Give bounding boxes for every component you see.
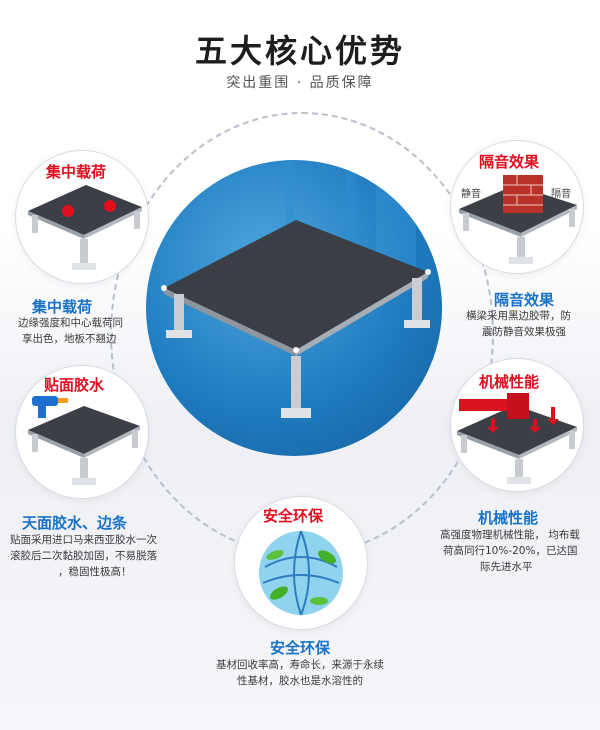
- glue-gun-icon: [32, 396, 68, 418]
- sound-mini-left: 静音: [461, 189, 481, 200]
- mech-floor-icon: [457, 393, 577, 484]
- sound-mini-right: 隔音: [551, 189, 571, 200]
- sound-desc-2: 震防静音效果极强: [482, 326, 566, 338]
- load-desc-2: 享出色，地板不翘边: [22, 333, 117, 345]
- glue-badge: 贴面胶水: [44, 376, 105, 394]
- mech-desc-2: 荷高同行10%-20%，已达国: [443, 545, 578, 557]
- brick-wall-icon: [503, 175, 543, 213]
- mech-badge: 机械性能: [479, 373, 540, 391]
- glue-desc-2: 滚胶后二次黏胶加固，不易脱落: [10, 550, 157, 562]
- glue-desc-3: ，稳固性极高！: [58, 566, 132, 578]
- eco-desc-1: 基材回收率高，寿命长，来源于永续: [216, 659, 384, 671]
- mech-desc-1: 高强度物理机械性能， 均布载: [440, 529, 580, 541]
- glue-feature-circle: 贴面胶水: [15, 365, 149, 499]
- eco-title: 安全环保: [269, 639, 330, 657]
- sound-floor-icon: [459, 175, 577, 264]
- load-floor-icon: [28, 185, 142, 270]
- load-desc-1: 边缘强度和中心载荷同: [18, 317, 123, 329]
- hammer-icon: [459, 393, 529, 419]
- page-title: 五大核心优势: [194, 32, 405, 70]
- page-subtitle: 突出重围 · 品质保障: [226, 75, 374, 91]
- load-badge: 集中载荷: [46, 163, 107, 181]
- eco-feature-circle: 安全环保: [234, 496, 368, 630]
- mech-feature-circle: 机械性能: [450, 358, 584, 492]
- center-floor-image: [146, 160, 442, 456]
- eco-badge: 安全环保: [263, 507, 324, 525]
- sound-desc-1: 横梁采用黑边胶带，防: [466, 310, 571, 322]
- floor-panel-illustration: [161, 160, 431, 418]
- eco-desc-2: 性基材，胶水也是水溶性的: [237, 675, 363, 687]
- load-title: 集中载荷: [32, 298, 93, 316]
- load-feature-circle: 集中载荷: [15, 150, 149, 284]
- mech-desc-3: 际先进水平: [480, 561, 533, 573]
- sound-badge: 隔音效果: [479, 153, 540, 171]
- glue-title: 天面胶水、边条: [22, 514, 128, 532]
- arrow-down-icon: [487, 407, 559, 433]
- glue-floor-icon: [28, 396, 140, 485]
- sound-title: 隔音效果: [494, 291, 555, 309]
- eco-globe-icon: [259, 530, 343, 616]
- mech-title: 机械性能: [478, 509, 539, 527]
- glue-desc-1: 贴面采用进口马来西亚胶水一次: [10, 534, 157, 546]
- sound-feature-circle: 隔音效果 静音 隔音: [450, 140, 584, 274]
